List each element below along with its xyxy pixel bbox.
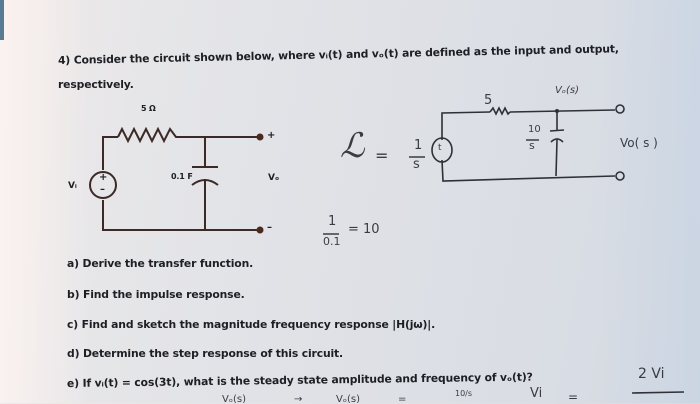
frac-bar bbox=[409, 156, 425, 158]
s-resistor-label: 5 bbox=[484, 93, 493, 108]
resistor-label: 5 Ω bbox=[141, 104, 156, 113]
frac-den: s bbox=[413, 157, 420, 172]
bottom-partial-left: Vₒ(s) bbox=[222, 394, 246, 403]
laplace-symbol: ℒ bbox=[340, 126, 365, 166]
capacitor-label: 0.1 F bbox=[171, 172, 193, 181]
cap-calc-den: 0.1 bbox=[323, 235, 341, 248]
question-b: b) Find the impulse response. bbox=[67, 288, 245, 301]
cap-calc-result: = 10 bbox=[348, 222, 380, 237]
printed-rc-circuit bbox=[89, 126, 264, 234]
s-capacitor-num: 10 bbox=[528, 124, 541, 135]
question-e: e) If vᵢ(t) = cos(3t), what is the stead… bbox=[66, 370, 533, 390]
s-source-symbol: t bbox=[438, 143, 442, 153]
bottom-partial-arrow: → bbox=[294, 394, 303, 403]
output-label: Vₒ bbox=[268, 173, 280, 183]
laplace-equals: = bbox=[375, 146, 389, 165]
source-plus-sign: + bbox=[99, 172, 108, 183]
s-domain-circuit bbox=[431, 104, 625, 182]
bottom-equals: = bbox=[568, 390, 579, 404]
source-label: Vᵢ bbox=[68, 181, 77, 191]
bottom-partial-frac: 10/s bbox=[455, 389, 473, 398]
problem-intro-line2: respectively. bbox=[58, 78, 134, 91]
terminal-minus-node bbox=[256, 226, 264, 234]
problem-intro-line1: 4) Consider the circuit shown below, whe… bbox=[57, 42, 619, 67]
bottom-partial-mid: Vₒ(s) bbox=[336, 394, 360, 403]
s-node-label: Vₒ(s) bbox=[555, 85, 579, 96]
frac-num: 1 bbox=[414, 138, 423, 153]
question-c: c) Find and sketch the magnitude frequen… bbox=[67, 318, 436, 331]
terminal-minus-label: – bbox=[267, 222, 272, 233]
s-capacitor-den: s bbox=[529, 139, 535, 152]
bottom-partial-equals: = bbox=[398, 394, 407, 403]
photo-edge bbox=[0, 0, 4, 40]
source-minus-sign: – bbox=[100, 184, 105, 195]
question-a: a) Derive the transfer function. bbox=[67, 257, 254, 270]
bottom-frac-bar bbox=[631, 391, 685, 394]
s-capacitor-bar bbox=[526, 139, 539, 141]
bottom-lhs: Vi bbox=[530, 386, 543, 401]
photo-shade-right bbox=[600, 0, 700, 403]
bottom-numerator: 2 Vi bbox=[638, 366, 665, 382]
terminal-plus-label: + bbox=[267, 130, 276, 141]
question-d: d) Determine the step response of this c… bbox=[67, 347, 344, 360]
s-output-label: Vo( s ) bbox=[620, 136, 658, 150]
cap-calc-num: 1 bbox=[328, 214, 337, 229]
terminal-plus-node bbox=[256, 133, 264, 141]
cap-calc-bar bbox=[323, 233, 339, 235]
